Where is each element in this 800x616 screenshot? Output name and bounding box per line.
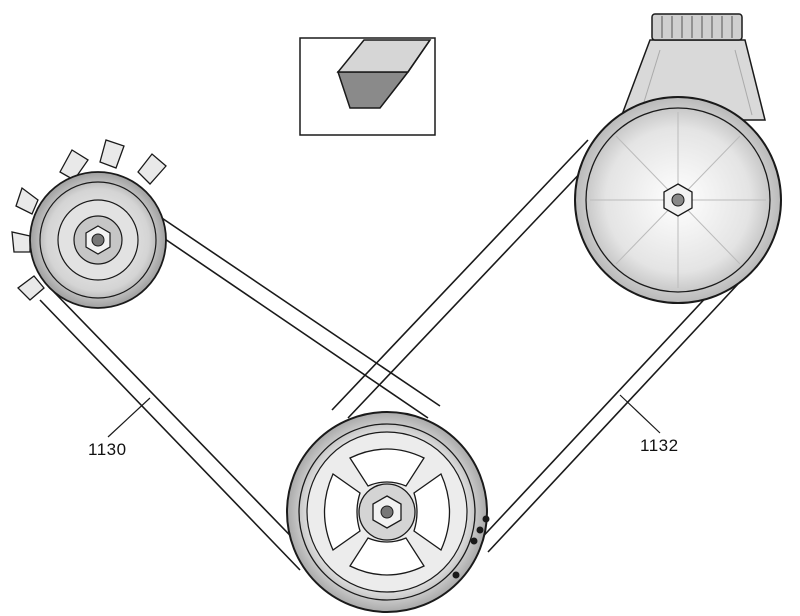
power-steering-pulley [574,96,782,304]
timing-marks [452,515,490,579]
alternator-fan [11,139,167,301]
callout-belt-1130: 1130 [88,440,127,459]
callout-belt-1132: 1132 [640,436,679,455]
belt-1132 [331,139,739,553]
belt-cross-section-inset [299,37,436,136]
alternator-pulley [29,171,167,309]
crankshaft-pulley [286,411,490,613]
callout-leaders [107,394,661,438]
